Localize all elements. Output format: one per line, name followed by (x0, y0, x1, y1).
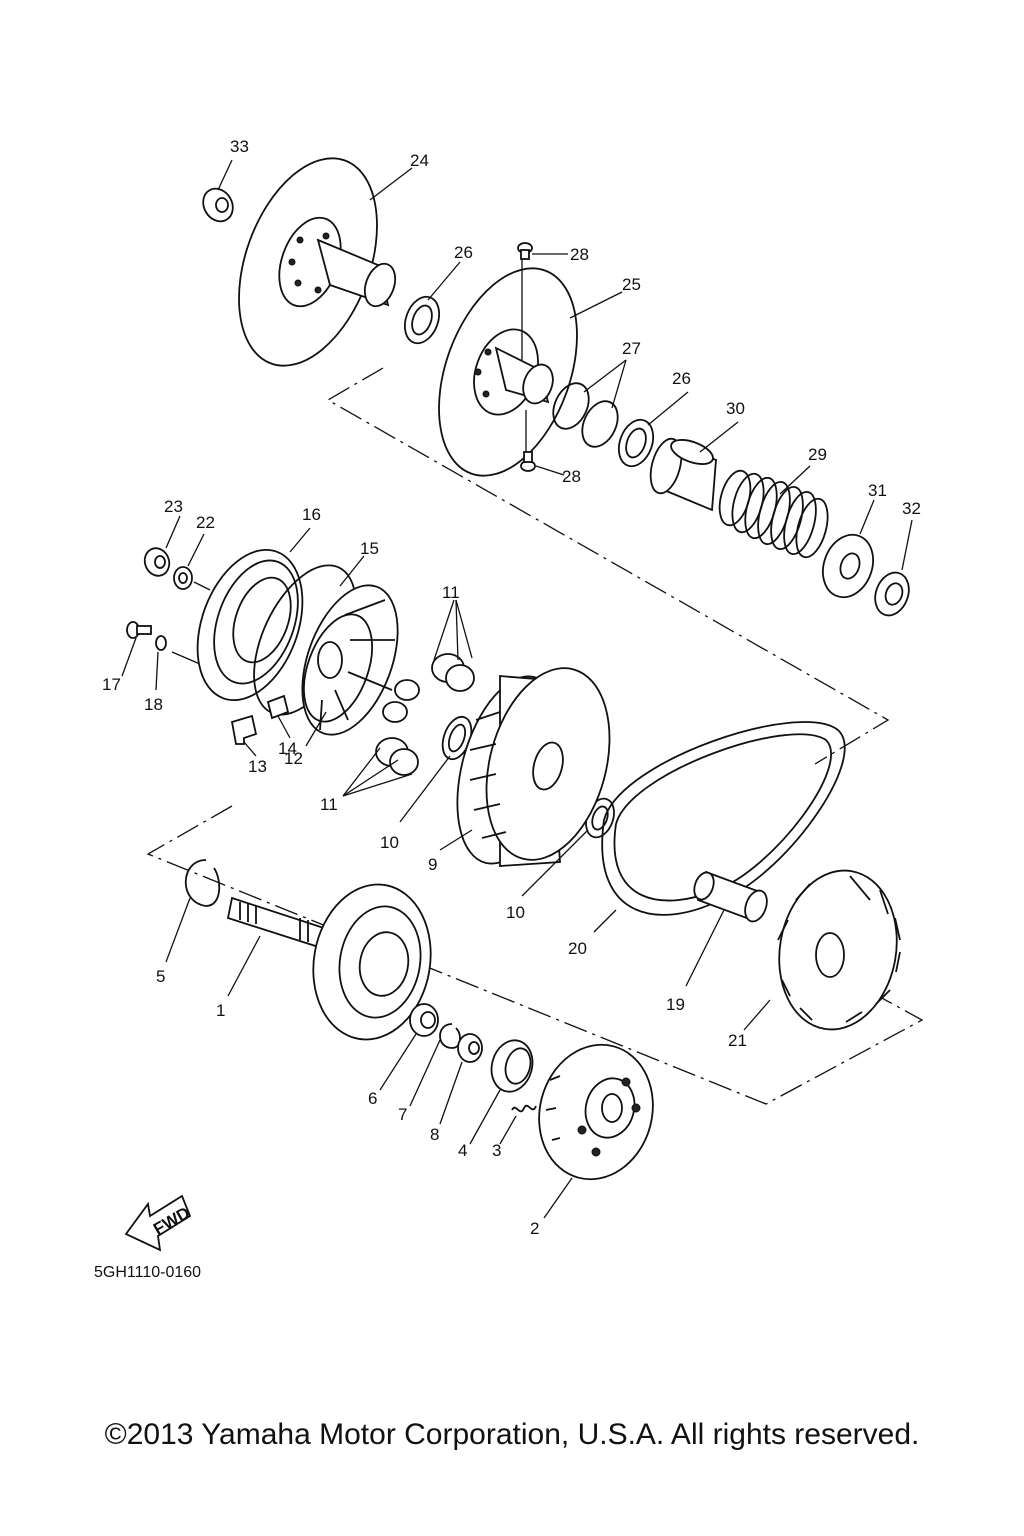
callout-10-right: 10 (506, 903, 525, 922)
callout-29: 29 (808, 445, 827, 464)
part-16-cover (196, 548, 304, 702)
fwd-arrow-icon: FWD (124, 1194, 193, 1252)
part-26-oil-seal-upper (403, 295, 441, 345)
callout-5: 5 (156, 967, 165, 986)
leader-lines (121, 159, 913, 1219)
part-13-slider (230, 714, 258, 745)
callout-3: 3 (492, 1141, 501, 1160)
part-26-oil-seal-lower (617, 418, 655, 468)
callout-8: 8 (430, 1125, 439, 1144)
part-7-circlip (439, 1023, 461, 1049)
callout-labels: 33 24 26 28 25 27 26 30 28 29 31 32 23 2… (102, 137, 921, 1238)
callout-11-upper: 11 (442, 583, 460, 602)
part-27-o-rings (552, 382, 619, 448)
part-14-slider (266, 694, 290, 720)
part-28-guide-pin-lower (520, 451, 536, 472)
part-10-seal-left (441, 715, 473, 761)
callout-16: 16 (302, 505, 321, 524)
part-19-shaft (693, 870, 768, 923)
callout-23: 23 (164, 497, 183, 516)
part-32-nut (874, 571, 910, 617)
callout-14: 14 (278, 739, 297, 758)
callout-26-lower: 26 (672, 369, 691, 388)
part-33-nut (202, 187, 234, 223)
part-21-fan (777, 869, 901, 1031)
callout-26-upper: 26 (454, 243, 473, 262)
callout-27: 27 (622, 339, 641, 358)
callout-22: 22 (196, 513, 215, 532)
copyright-notice: ©2013 Yamaha Motor Corporation, U.S.A. A… (104, 1418, 920, 1451)
callout-33: 33 (230, 137, 249, 156)
part-6-bearing (409, 1003, 439, 1037)
part-20-v-belt (601, 721, 846, 916)
callout-15: 15 (360, 539, 379, 558)
callout-2: 2 (530, 1219, 539, 1238)
callout-32: 32 (902, 499, 921, 518)
part-1-clutch-housing (226, 883, 432, 1041)
part-25-sliding-sheave (438, 258, 578, 477)
part-12-ramp-plate (301, 584, 399, 736)
callout-11-lower: 11 (320, 795, 338, 814)
part-29-spring (718, 469, 829, 559)
parts-diagram: FWD (102, 137, 924, 1252)
callout-24: 24 (410, 151, 429, 170)
part-11-weights (342, 599, 475, 797)
callout-13: 13 (248, 757, 267, 776)
part-3-spring (511, 1104, 537, 1113)
assembly-outline (146, 367, 924, 1105)
callout-31: 31 (868, 481, 887, 500)
part-5-circlip (184, 859, 221, 907)
callout-18: 18 (144, 695, 163, 714)
callout-21: 21 (728, 1031, 747, 1050)
part-28-guide-pin-upper (517, 242, 533, 260)
callout-28-lower: 28 (562, 467, 581, 486)
part-8-nut (457, 1033, 483, 1063)
part-2-clutch-carrier (538, 1043, 654, 1181)
callout-4: 4 (458, 1141, 467, 1160)
callout-28-upper: 28 (570, 245, 589, 264)
part-22-washer (173, 566, 193, 590)
callout-12: 12 (284, 749, 303, 768)
part-18-washer (155, 635, 167, 651)
part-24-fixed-sheave (238, 157, 397, 367)
part-30-collar (649, 437, 717, 512)
callout-17: 17 (102, 675, 121, 694)
callout-7: 7 (398, 1105, 407, 1124)
callout-25: 25 (622, 275, 641, 294)
callout-19: 19 (666, 995, 685, 1014)
part-23-nut (143, 547, 171, 577)
part-4-one-way-clutch (490, 1039, 534, 1093)
callout-10-left: 10 (380, 833, 399, 852)
callout-1: 1 (216, 1001, 225, 1020)
callout-20: 20 (568, 939, 587, 958)
part-9-primary-sheave (456, 667, 611, 867)
callout-6: 6 (368, 1089, 377, 1108)
part-17-bolt (126, 621, 152, 639)
callout-9: 9 (428, 855, 437, 874)
diagram-code: 5GH1110-0160 (94, 1264, 202, 1281)
callout-30: 30 (726, 399, 745, 418)
part-31-washer (822, 533, 874, 599)
